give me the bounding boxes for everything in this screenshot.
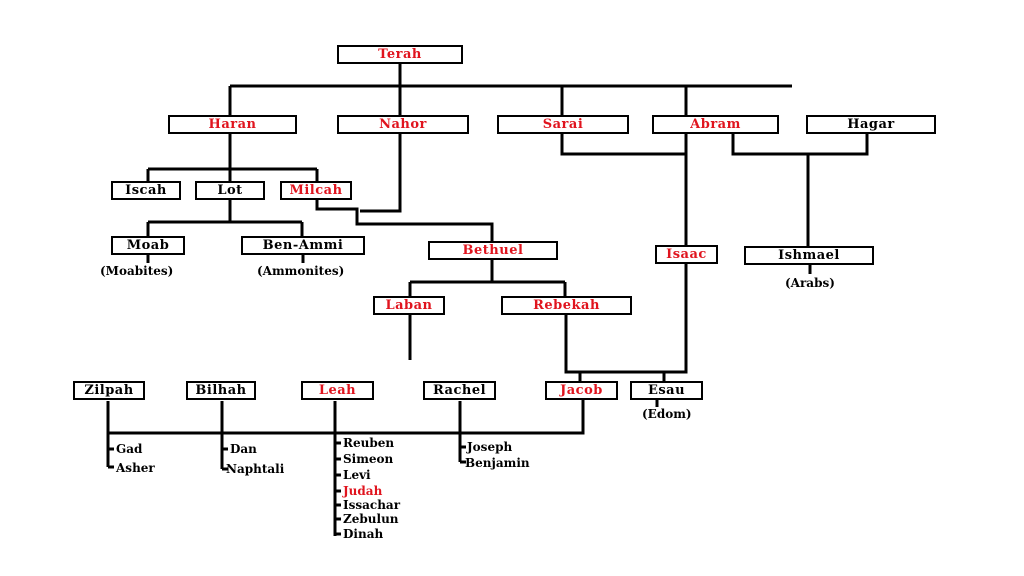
person-haran: Haran (168, 115, 297, 134)
person-laban: Laban (373, 296, 445, 315)
person-zilpah: Zilpah (73, 381, 145, 400)
person-esau: Esau (630, 381, 703, 400)
person-isaac: Isaac (655, 245, 718, 264)
person-terah: Terah (337, 45, 463, 64)
son-levi: Levi (343, 468, 371, 482)
son-naphtali: Naphtali (226, 462, 285, 476)
person-leah: Leah (301, 381, 374, 400)
nation-edom: (Edom) (642, 407, 692, 421)
nation-arabs: (Arabs) (785, 276, 835, 290)
person-ishmael: Ishmael (744, 246, 874, 265)
person-abram: Abram (652, 115, 779, 134)
son-issachar: Issachar (343, 498, 401, 512)
son-simeon: Simeon (343, 452, 394, 466)
person-moab: Moab (111, 236, 185, 255)
son-dinah: Dinah (343, 527, 384, 541)
son-asher: Asher (116, 461, 155, 475)
son-judah: Judah (343, 484, 383, 498)
person-sarai: Sarai (497, 115, 629, 134)
son-zebulun: Zebulun (343, 512, 399, 526)
person-ben-ammi: Ben-Ammi (241, 236, 365, 255)
person-rachel: Rachel (423, 381, 496, 400)
person-milcah: Milcah (280, 181, 352, 200)
nation-moabites: (Moabites) (100, 264, 174, 278)
person-bilhah: Bilhah (186, 381, 256, 400)
son-reuben: Reuben (343, 436, 395, 450)
person-rebekah: Rebekah (501, 296, 632, 315)
person-nahor: Nahor (337, 115, 469, 134)
son-dan: Dan (230, 442, 257, 456)
person-lot: Lot (195, 181, 265, 200)
son-joseph: Joseph (467, 440, 513, 454)
person-jacob: Jacob (545, 381, 618, 400)
nation-ammonites: (Ammonites) (257, 264, 345, 278)
person-hagar: Hagar (806, 115, 936, 134)
son-benjamin: Benjamin (465, 456, 530, 470)
person-bethuel: Bethuel (428, 241, 558, 260)
son-gad: Gad (116, 442, 143, 456)
person-iscah: Iscah (111, 181, 181, 200)
